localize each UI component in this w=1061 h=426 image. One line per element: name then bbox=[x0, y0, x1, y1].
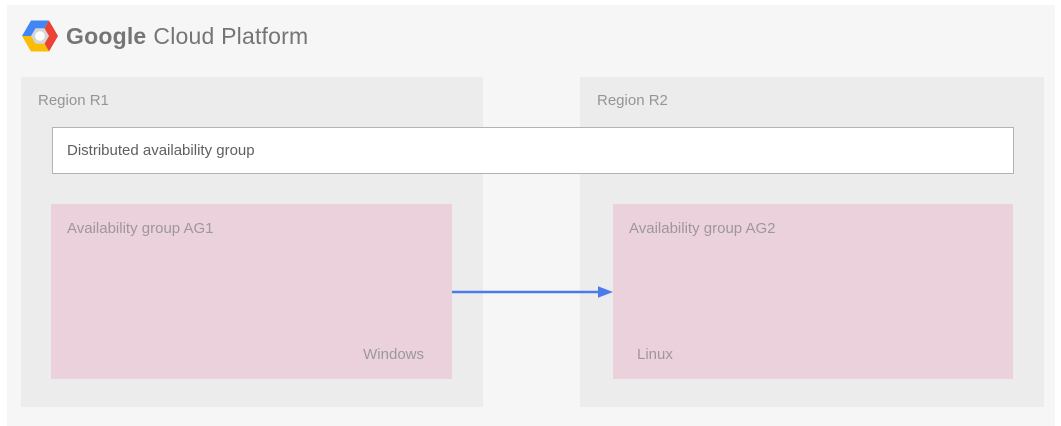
ag1-os-label: Windows bbox=[363, 346, 424, 363]
ag2-label: Availability group AG2 bbox=[629, 220, 776, 237]
distributed-availability-group-label: Distributed availability group bbox=[67, 142, 255, 159]
gcp-logo-icon bbox=[22, 20, 58, 52]
region-r1-label: Region R1 bbox=[38, 92, 109, 109]
distributed-availability-group-box: Distributed availability group bbox=[52, 127, 1014, 174]
brand-cloud-platform: Cloud Platform bbox=[153, 23, 309, 49]
ag2-os-label: Linux bbox=[637, 346, 673, 363]
region-r2-label: Region R2 bbox=[597, 92, 668, 109]
ag1-label: Availability group AG1 bbox=[67, 220, 214, 237]
replication-arrow bbox=[452, 286, 613, 298]
availability-group-ag2-box: Availability group AG2 Linux bbox=[613, 204, 1013, 379]
availability-group-ag1-box: Availability group AG1 Windows bbox=[51, 204, 452, 379]
brand-google: Google bbox=[66, 23, 147, 49]
